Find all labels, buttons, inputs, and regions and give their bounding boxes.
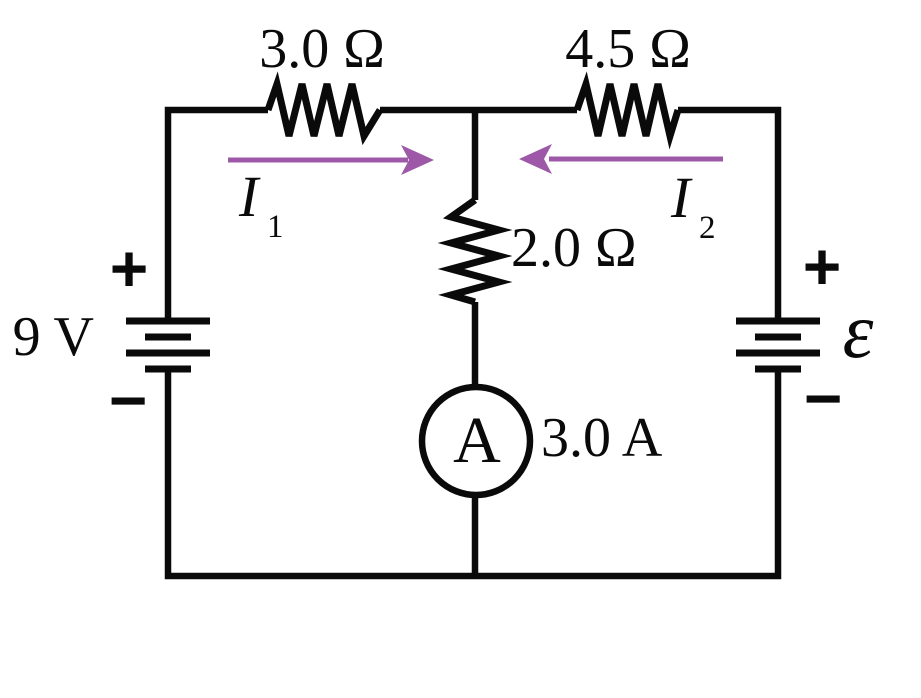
ammeter-symbol-label: A bbox=[453, 404, 501, 477]
current-arrow-i2-head bbox=[519, 144, 552, 174]
current-i1-subscript: 1 bbox=[267, 209, 284, 245]
resistor-4.5ohm-zigzag bbox=[573, 71, 682, 150]
current-i1-label: I 1 bbox=[238, 164, 284, 245]
current-i2-subscript: 2 bbox=[699, 210, 716, 246]
current-i2-symbol: I bbox=[670, 165, 693, 230]
ammeter-circle bbox=[418, 383, 534, 499]
current-arrow-i2 bbox=[519, 144, 723, 174]
battery-right-emf-label: ε bbox=[843, 287, 874, 374]
wire-right-upper bbox=[678, 106, 782, 321]
resistor-2ohm-zigzag bbox=[437, 197, 513, 306]
current-i2-label: I 2 bbox=[670, 165, 716, 246]
resistor-3ohm-label: 3.0 Ω bbox=[259, 18, 385, 80]
current-i1-symbol: I bbox=[238, 164, 261, 229]
resistor-3ohm-zigzag bbox=[264, 71, 383, 146]
resistor-2ohm-label: 2.0 Ω bbox=[511, 217, 637, 279]
battery-left-minus-sign: − bbox=[109, 363, 148, 437]
battery-right-plus-sign: + bbox=[803, 229, 842, 303]
battery-left-plus-sign: + bbox=[110, 231, 149, 305]
resistor-4.5ohm-label: 4.5 Ω bbox=[565, 18, 691, 80]
current-arrow-i1 bbox=[228, 145, 434, 175]
battery-right-minus-sign: − bbox=[804, 361, 843, 435]
battery-left-voltage-label: 9 V bbox=[13, 306, 94, 368]
wire-left-upper bbox=[164, 106, 268, 321]
current-arrow-i1-head bbox=[401, 145, 434, 175]
ammeter-reading-label: 3.0 A bbox=[541, 407, 663, 469]
